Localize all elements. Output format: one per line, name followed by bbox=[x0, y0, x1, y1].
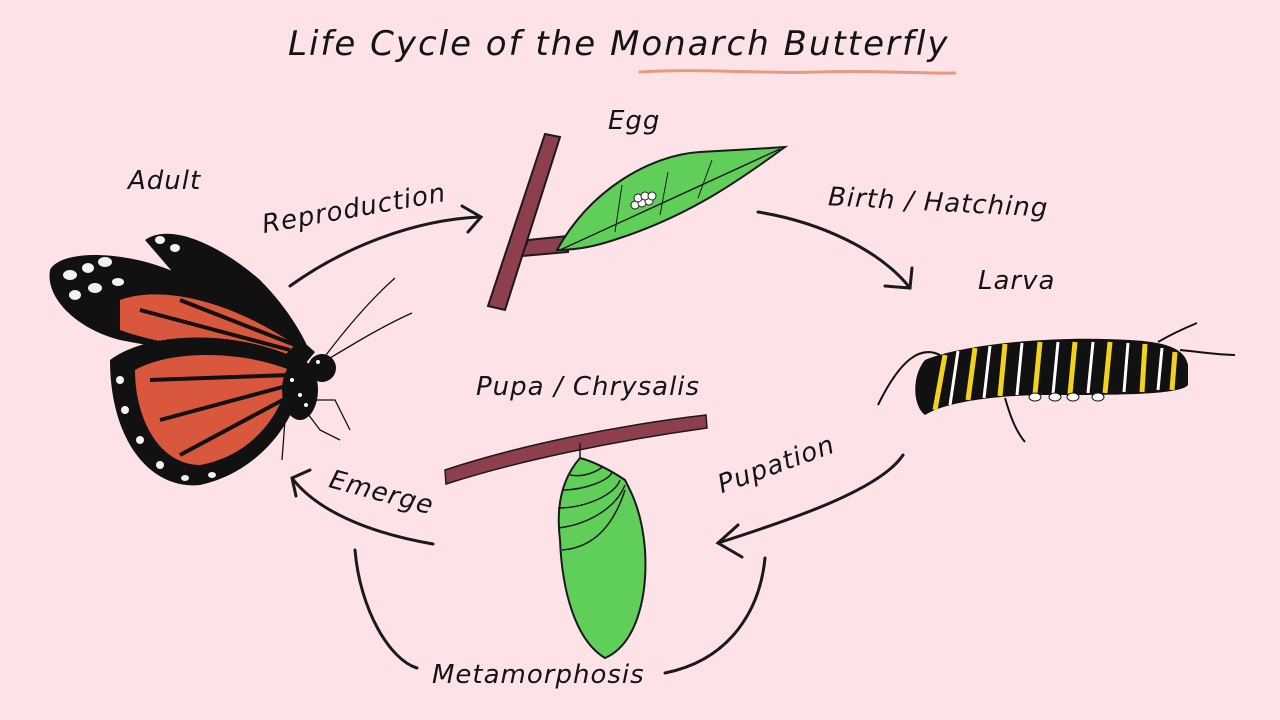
branch bbox=[486, 132, 562, 312]
stage-label-pupa: Pupa / Chrysalis bbox=[476, 372, 701, 402]
stage-label-egg: Egg bbox=[608, 106, 661, 136]
caterpillar-illustration bbox=[877, 322, 1236, 443]
egg-illustration bbox=[486, 132, 789, 312]
stage-label-larva: Larva bbox=[978, 266, 1056, 296]
pupa-branch bbox=[444, 414, 708, 486]
cycle-arrows bbox=[288, 204, 914, 675]
stage-label-adult: Adult bbox=[128, 166, 202, 196]
chrysalis-illustration bbox=[444, 414, 708, 660]
eggs-icon bbox=[630, 191, 657, 210]
butterfly-illustration bbox=[49, 233, 413, 486]
title-underline bbox=[638, 69, 957, 75]
process-label-metamorphosis: Metamorphosis bbox=[432, 660, 645, 690]
diagram-title: Life Cycle of the Monarch Butterfly bbox=[288, 24, 950, 64]
